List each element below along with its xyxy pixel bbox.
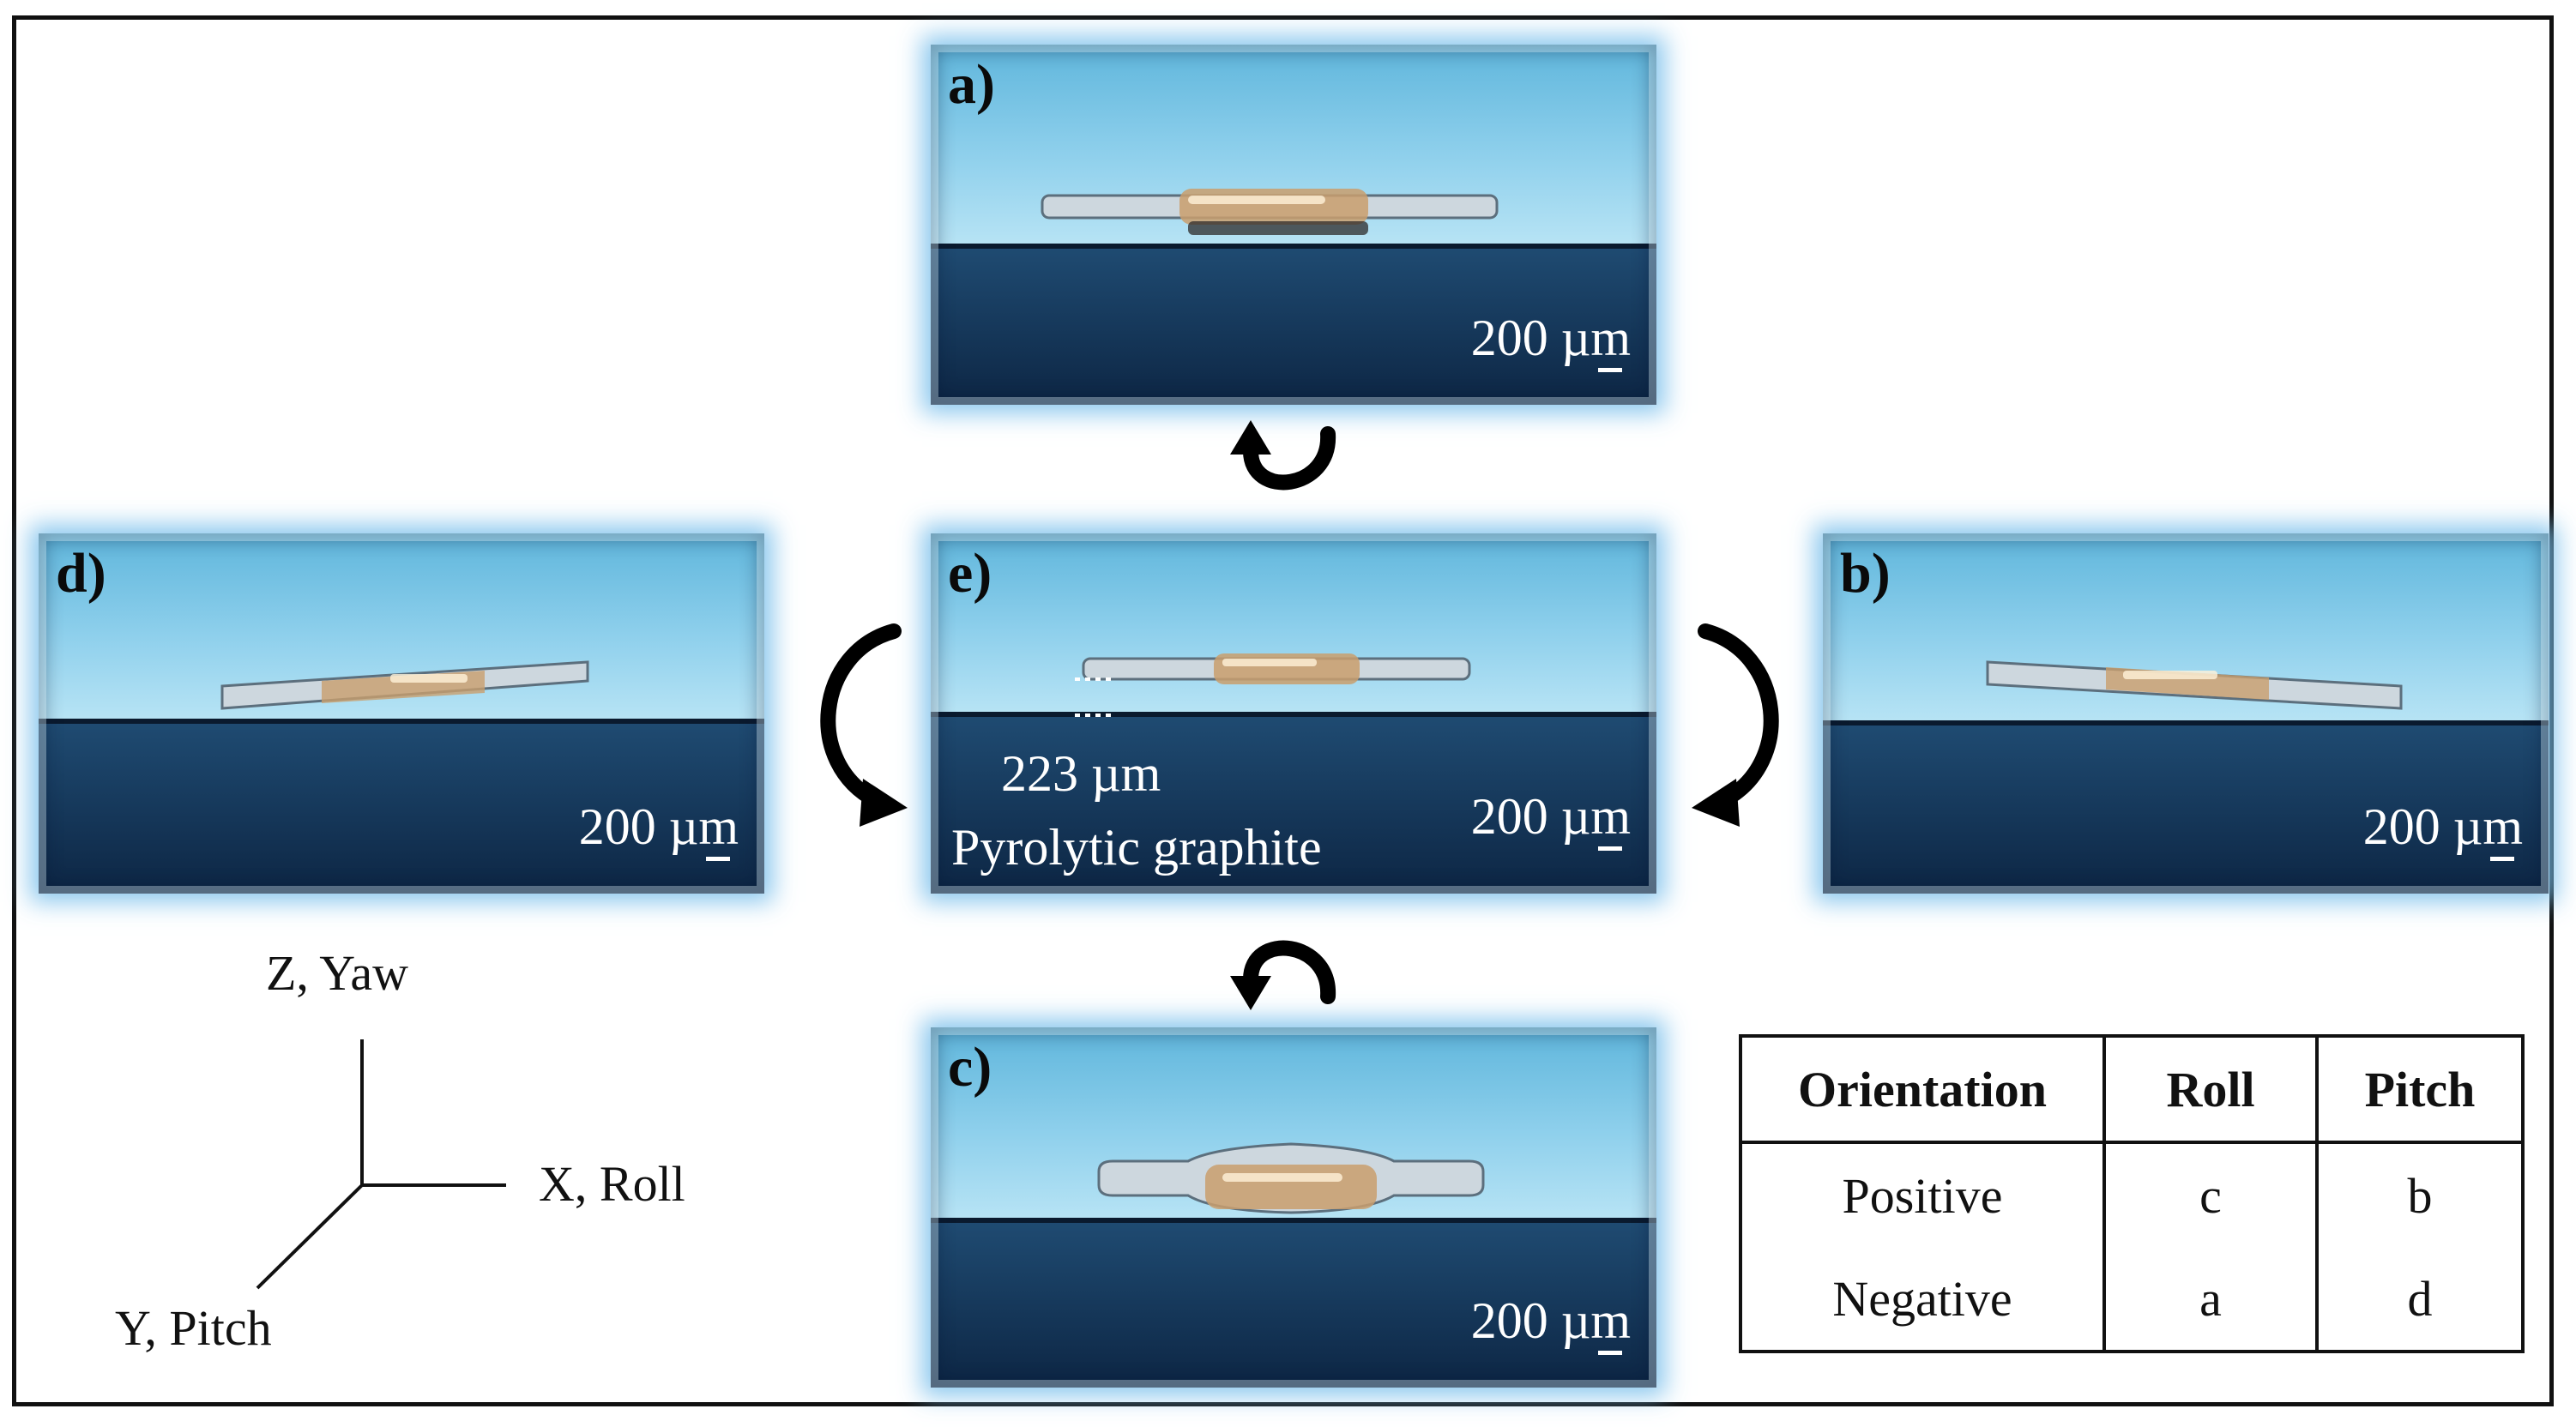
thickness-label: 223 µm xyxy=(1001,745,1161,802)
panel-d-scale-text: 200 µm xyxy=(578,798,739,855)
orientation-table: Orientation Roll Pitch Positive c b Nega… xyxy=(1739,1034,2525,1353)
panel-b-label: b) xyxy=(1840,542,1891,605)
axis-x-label: X, Roll xyxy=(539,1156,685,1212)
table-cell: a xyxy=(2102,1247,2319,1353)
panel-b-scale-text: 200 µm xyxy=(2362,798,2523,855)
panel-a-scale-text: 200 µm xyxy=(1470,310,1631,366)
panel-e-scale-text: 200 µm xyxy=(1470,788,1631,845)
panel-d-scale-bar xyxy=(706,857,730,861)
table-cell: d xyxy=(2315,1247,2525,1353)
panel-e: e) 223 µm Pyrolytic graphite 200 µm xyxy=(931,533,1656,894)
axis-y-label: Y, Pitch xyxy=(115,1300,272,1356)
rotation-arrow-right xyxy=(1692,623,1779,827)
panel-b-photo xyxy=(1823,533,2549,894)
panel-d-label: d) xyxy=(56,542,106,605)
coordinate-axes: Z, Yaw X, Roll Y, Pitch xyxy=(103,935,755,1381)
panel-a-photo xyxy=(931,45,1656,405)
header-orientation: Orientation xyxy=(1739,1034,2106,1144)
axes-lines xyxy=(256,1039,506,1290)
header-roll: Roll xyxy=(2102,1034,2319,1144)
panel-c-scale-text: 200 µm xyxy=(1470,1292,1631,1349)
panel-c-label: c) xyxy=(948,1036,992,1099)
panel-a: a) 200 µm xyxy=(931,45,1656,405)
panel-c-photo xyxy=(931,1027,1656,1388)
panel-b: b) 200 µm xyxy=(1823,533,2549,894)
panel-d-photo xyxy=(39,533,764,894)
table-row: Negative a d xyxy=(1739,1247,2525,1353)
table-cell: Negative xyxy=(1739,1247,2106,1353)
panel-b-scale-bar xyxy=(2490,857,2514,861)
panel-c-scale-bar xyxy=(1598,1351,1622,1355)
table-header-row: Orientation Roll Pitch xyxy=(1739,1034,2525,1144)
rotation-arrow-bottom xyxy=(1230,940,1336,1010)
table-cell: Positive xyxy=(1739,1142,2106,1247)
panel-e-photo xyxy=(931,533,1656,894)
rotation-arrow-left xyxy=(820,623,908,827)
panel-a-scale-bar xyxy=(1598,368,1622,372)
material-label: Pyrolytic graphite xyxy=(951,819,1322,876)
header-pitch: Pitch xyxy=(2315,1034,2525,1144)
rotation-arrow-top xyxy=(1230,420,1336,491)
panel-c: c) 200 µm xyxy=(931,1027,1656,1388)
table-cell: c xyxy=(2102,1142,2319,1247)
table-row: Positive c b xyxy=(1739,1142,2525,1247)
panel-e-label: e) xyxy=(948,542,992,605)
panel-d: d) 200 µm xyxy=(39,533,764,894)
axis-z-label: Z, Yaw xyxy=(266,945,408,1001)
panel-a-label: a) xyxy=(948,53,995,116)
table-cell: b xyxy=(2315,1142,2525,1247)
figure-frame xyxy=(12,15,2554,1406)
panel-e-scale-bar xyxy=(1598,846,1622,851)
